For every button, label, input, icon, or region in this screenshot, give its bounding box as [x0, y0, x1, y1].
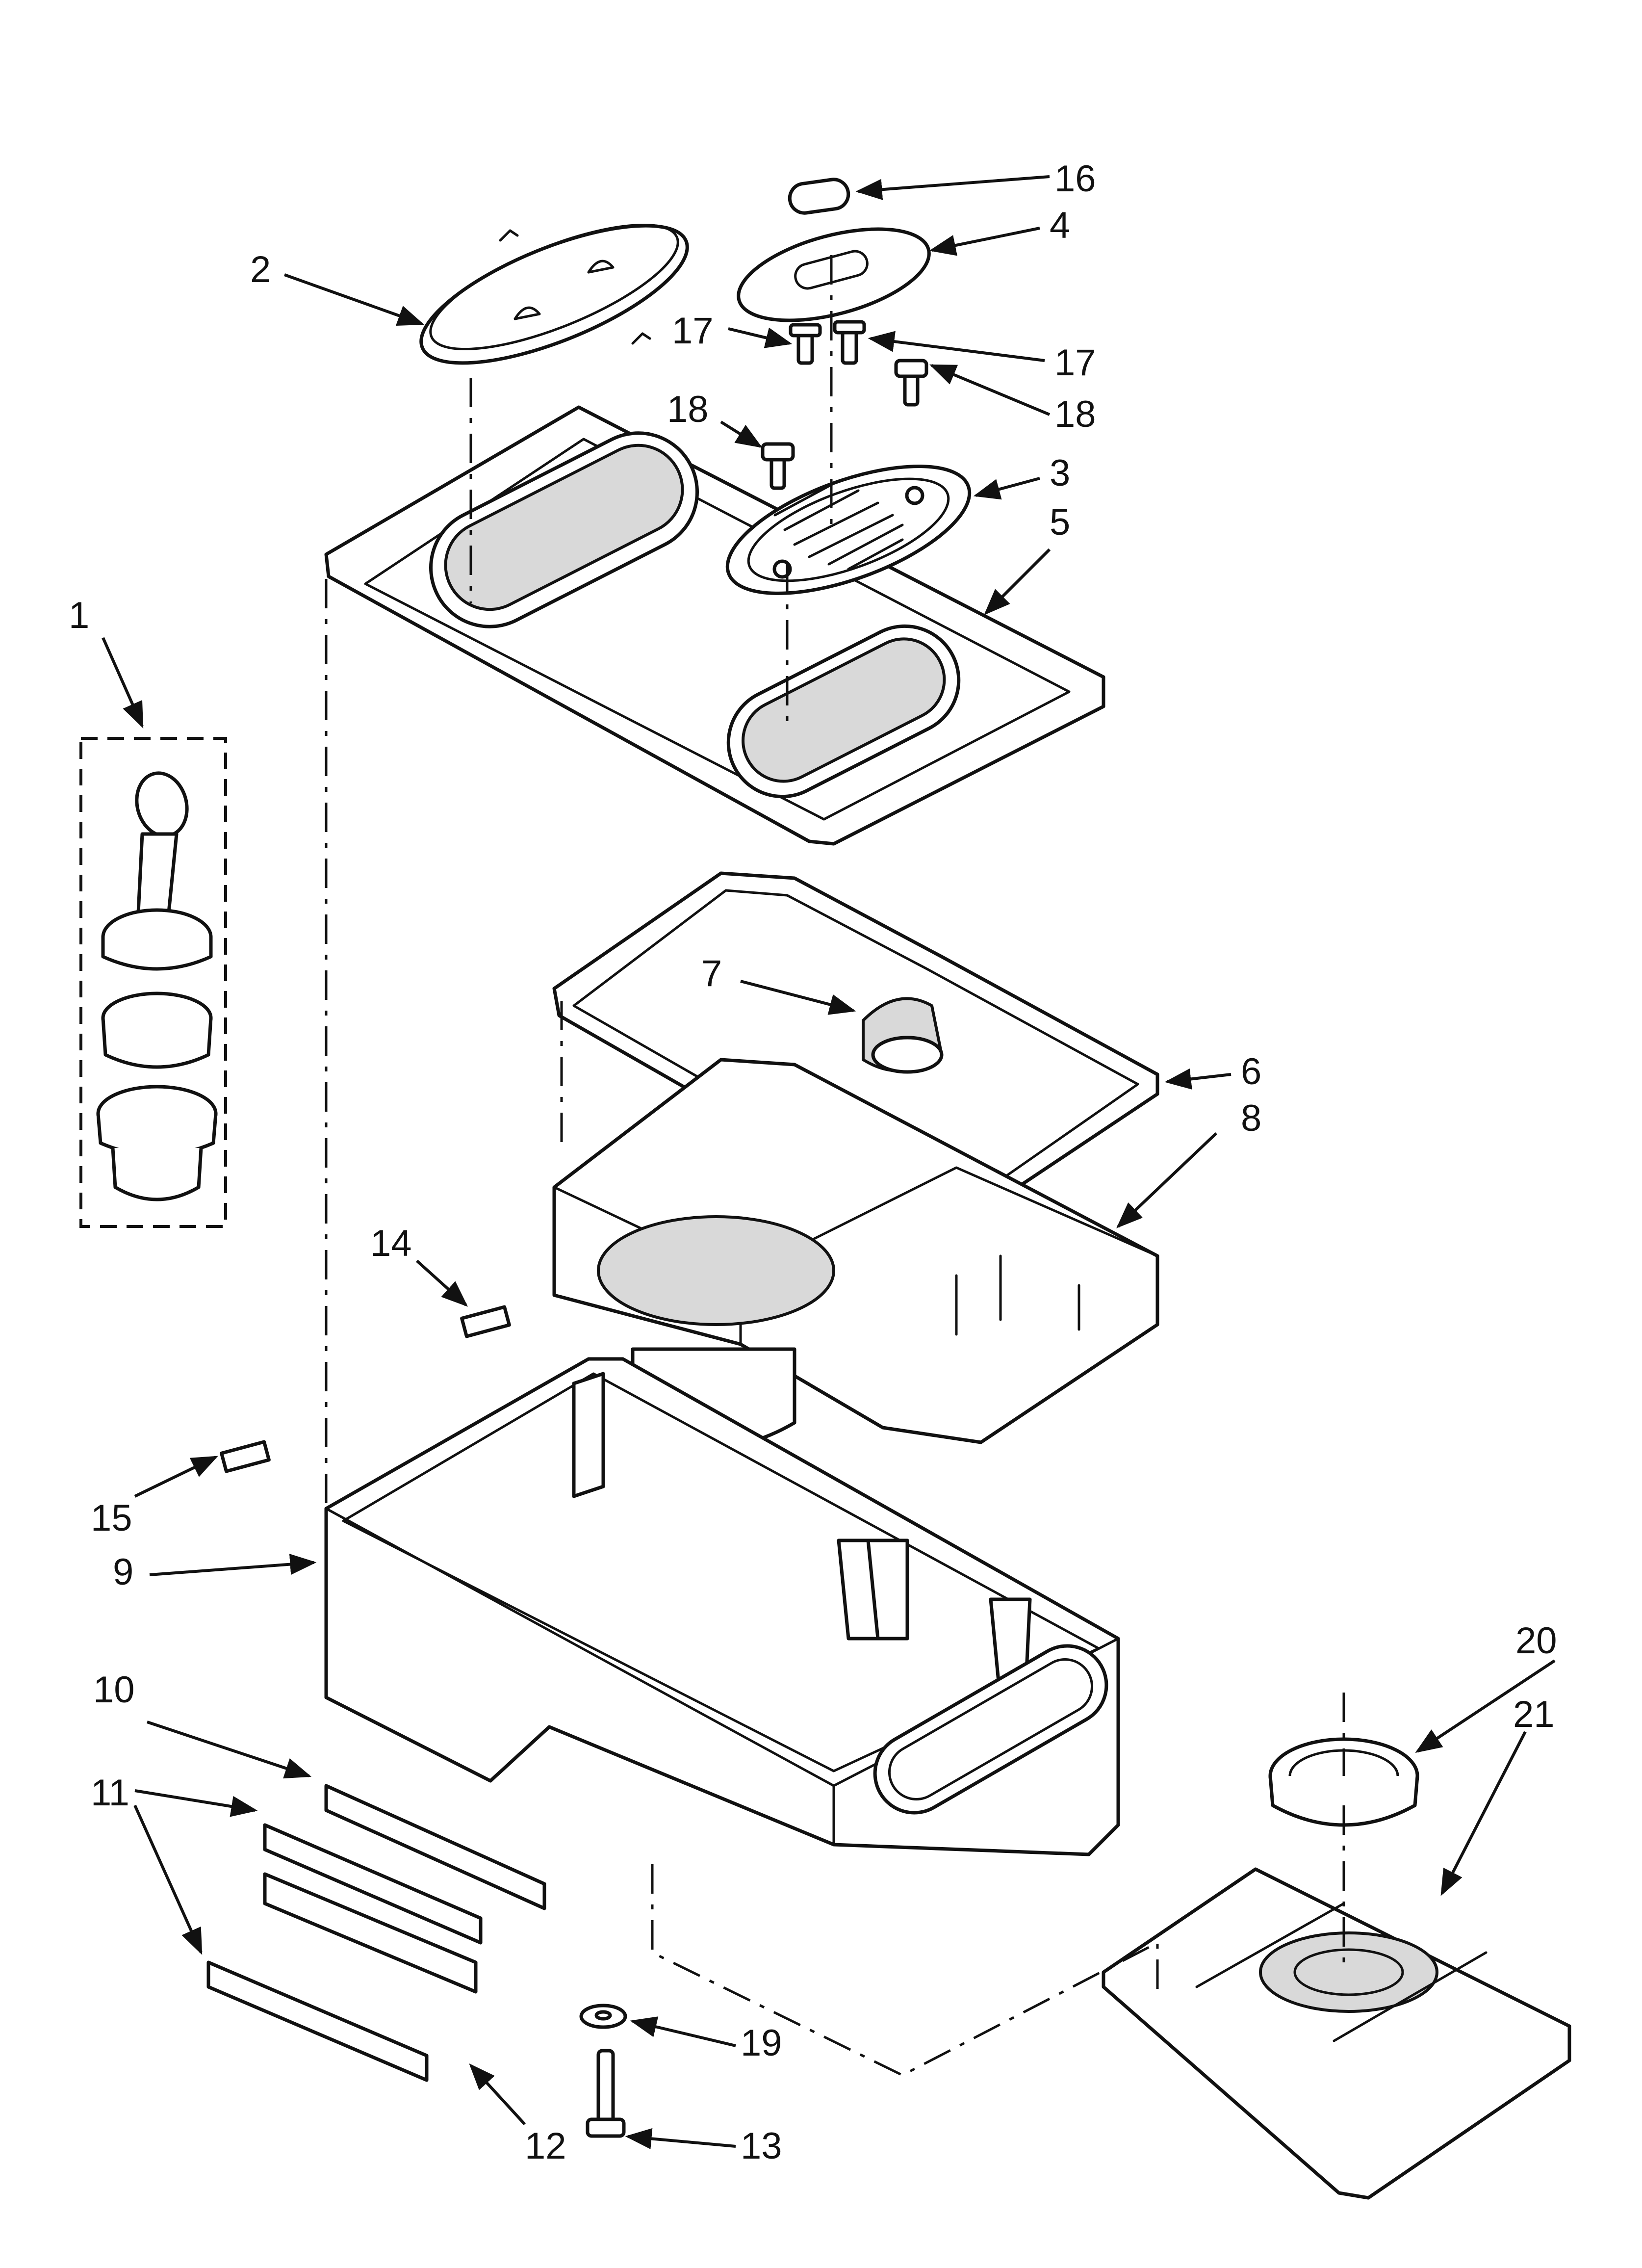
part-3-grate	[725, 465, 972, 595]
callout-14: 14	[370, 1223, 412, 1264]
callout-1: 1	[69, 595, 89, 636]
callout-leaders	[102, 175, 1556, 2149]
callout-7: 7	[701, 953, 722, 994]
callout-8: 8	[1241, 1097, 1261, 1139]
part-15-pad	[220, 1440, 271, 1473]
callout-12: 12	[525, 2125, 566, 2167]
callout-16: 16	[1054, 158, 1096, 200]
callout-19: 19	[741, 2022, 782, 2064]
callout-15: 15	[91, 1497, 132, 1539]
part-8-inner-bin	[552, 1058, 1159, 1449]
part-5-top-frame	[324, 405, 1105, 846]
callout-18-right: 18	[1054, 393, 1096, 435]
part-21-base-plate	[1102, 1867, 1571, 2200]
callout-labels: 1 2 3 4 5 6 7 8 9 10 11 12 13 14 15 16 1…	[69, 158, 1557, 2167]
callout-21: 21	[1513, 1694, 1555, 1735]
screw-17-right	[833, 320, 866, 365]
callout-11: 11	[91, 1772, 129, 1814]
part-1-assembly	[79, 737, 227, 1228]
part-7-knob	[862, 997, 944, 1074]
part-16-cap	[788, 178, 850, 215]
part-19-washer	[579, 2004, 627, 2029]
part-12-bracket	[263, 1872, 478, 1994]
part-11-bracket-upper	[263, 1823, 483, 1945]
callout-17-right: 17	[1054, 342, 1096, 384]
screw-18-right	[894, 359, 928, 407]
callout-5: 5	[1050, 501, 1070, 543]
callout-6: 6	[1241, 1051, 1261, 1093]
callout-2: 2	[250, 249, 271, 290]
callout-18-left: 18	[667, 389, 709, 430]
callout-13: 13	[741, 2125, 782, 2167]
callout-17-left: 17	[672, 310, 714, 352]
part-13-screw	[586, 2049, 626, 2138]
callout-3: 3	[1050, 452, 1070, 494]
screw-17-left	[789, 323, 822, 365]
part-14-pad	[460, 1305, 511, 1338]
part-9-housing	[324, 1357, 1120, 1856]
part-10-bracket	[324, 1784, 546, 1910]
callout-20: 20	[1515, 1620, 1557, 1662]
part-4-cover	[737, 227, 931, 322]
part-11-bracket-lower	[206, 1960, 429, 2082]
callout-10: 10	[93, 1669, 135, 1711]
callout-4: 4	[1050, 205, 1070, 246]
callout-9: 9	[113, 1551, 133, 1593]
part-2-lid	[419, 223, 689, 365]
assembly-lines	[325, 255, 1345, 2077]
screw-18-left	[761, 442, 795, 490]
